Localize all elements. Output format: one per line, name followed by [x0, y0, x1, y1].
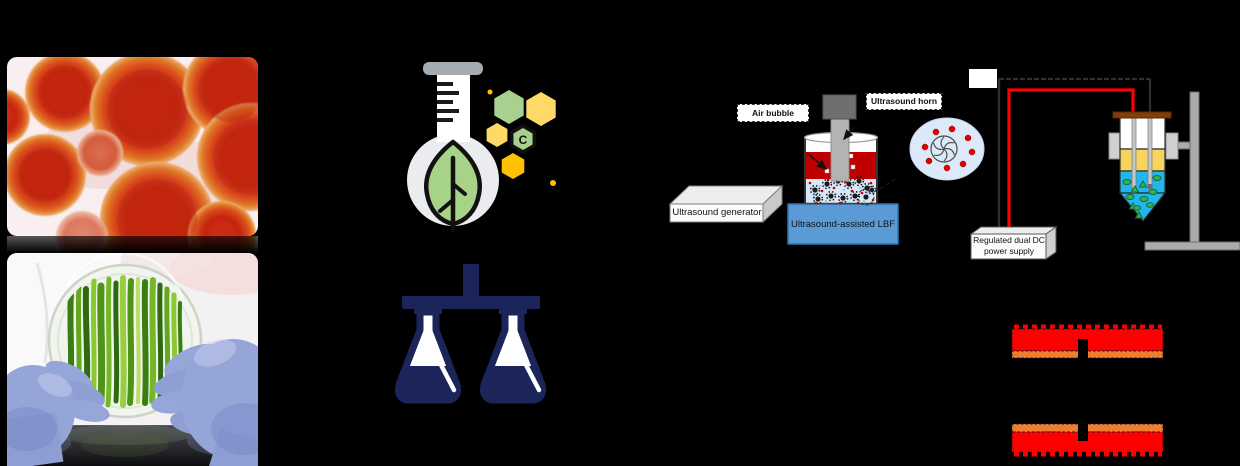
- flask-with-leaf: [407, 62, 499, 233]
- pigment-dots: [808, 178, 875, 205]
- balance-icon: [390, 262, 580, 412]
- green-flask-icon: C: [385, 58, 570, 233]
- lbf-box: [787, 203, 899, 245]
- microalgae-cells: [809, 175, 900, 206]
- petri-dish-illustration: [7, 253, 258, 466]
- electrode-bar-top: [1011, 324, 1164, 359]
- horn-arrow: [843, 126, 855, 141]
- green-cells: [1122, 175, 1162, 219]
- left-glove: [7, 360, 110, 466]
- micrograph-photo: [7, 57, 258, 236]
- micrograph-photo-reflection: [7, 236, 258, 254]
- wires: [969, 69, 1152, 234]
- zoom-callout-circle: [857, 188, 875, 206]
- air-bubble-arrow: [806, 152, 828, 170]
- red-wire: [1007, 88, 1135, 234]
- power-supply-label: Regulated dual DC power supply: [971, 235, 1047, 257]
- lbf-beaker: [803, 131, 900, 206]
- balance-flask-right: [480, 307, 546, 404]
- retort-stand: [1108, 91, 1240, 251]
- lbf-box-label: Ultrasound-assisted LBF: [790, 218, 896, 230]
- ultrasound-generator-box: [668, 184, 784, 224]
- balance-flask-left: [395, 307, 461, 404]
- micrograph-cells-illustration: [7, 57, 258, 236]
- petri-dish-photo: [7, 253, 258, 466]
- process-diagram: [668, 69, 1240, 457]
- carbon-letter: C: [519, 133, 528, 147]
- blank-label-box: [969, 69, 997, 88]
- right-glove: [151, 339, 258, 466]
- astaxanthin-dots: [921, 125, 976, 172]
- power-supply-box: [969, 226, 1058, 260]
- ultrasound-generator-label: Ultrasound generator: [672, 207, 762, 218]
- electrode-bar-bottom: [1011, 423, 1164, 457]
- ultrasound-horn-label: Ultrasound horn: [866, 93, 942, 110]
- green-algae-smear: [67, 275, 183, 408]
- power-supply-label-line1: Regulated dual DC: [973, 235, 1045, 245]
- magnified-cell: [909, 117, 985, 181]
- flotation-column: [1112, 111, 1172, 222]
- column-cap: [1112, 111, 1172, 119]
- air-bubble-label: Air bubble: [737, 104, 809, 122]
- power-supply-label-line2: power supply: [983, 246, 1035, 256]
- honeycomb-hexagons: C: [486, 89, 556, 186]
